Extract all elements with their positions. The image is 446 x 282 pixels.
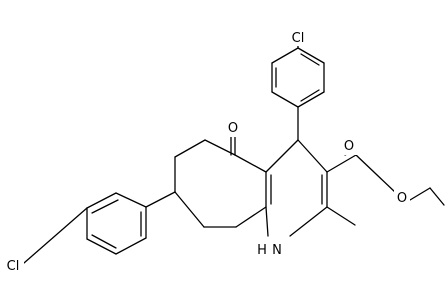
- amine-hydrogen-label: H: [257, 243, 267, 258]
- ring-bond: [174, 139, 206, 158]
- ring-bond: [297, 139, 328, 173]
- bottom-aryl-ring-bond: [86, 192, 117, 209]
- ester-ether-oxygen-label: O: [397, 191, 407, 206]
- cl-bottom-label-bg: [2, 256, 24, 274]
- top-aryl-ring-bond: [271, 91, 299, 108]
- chlorine-label-top: Cl: [292, 31, 305, 46]
- amine-nitrogen-label: N: [272, 243, 282, 258]
- methyl-bond: [326, 206, 356, 226]
- ring-bond: [235, 206, 267, 228]
- ester-carbonyl-oxygen-bg: [341, 137, 357, 155]
- ethyl-bond-1: [409, 187, 431, 201]
- top-aryl-inner-double-bond: [300, 89, 320, 102]
- cl-top-label-bg: [287, 28, 309, 46]
- c2-n1-bond: [289, 206, 328, 237]
- c7-aryl-bond: [145, 191, 176, 208]
- ester-ether-bond: [355, 154, 397, 194]
- bond-lines: [23, 43, 445, 264]
- ester-ether-oxygen-bg: [394, 189, 410, 207]
- chlorine-label-bottom: Cl: [7, 259, 20, 274]
- ethyl-bond-2: [429, 187, 445, 206]
- ketone-oxygen-bg: [225, 119, 241, 137]
- top-aryl-inner-double-bond: [300, 53, 320, 66]
- ester-carbonyl-oxygen-label: O: [344, 139, 354, 154]
- bottom-aryl-cl-bond: [23, 207, 88, 264]
- ketone-oxygen-label: O: [228, 121, 238, 136]
- bottom-aryl-ring-bond: [115, 192, 147, 208]
- top-aryl-ring-bond: [297, 47, 325, 64]
- ring-bond: [234, 154, 267, 173]
- n1-c8a-bond: [265, 206, 269, 237]
- atom-labels: Cl Cl O O O H N: [2, 28, 410, 274]
- bottom-aryl-inner-double-bond: [91, 199, 119, 214]
- bottom-aryl-ring-bond: [86, 238, 117, 255]
- ring-bond: [204, 139, 236, 156]
- bottom-aryl-ring-bond: [115, 237, 147, 255]
- top-aryl-ring-bond: [297, 91, 325, 108]
- ring-bond: [174, 191, 205, 228]
- ester-carbon-bond: [326, 154, 357, 173]
- bottom-aryl-inner-double-bond: [91, 234, 117, 249]
- top-aryl-ring-bond: [271, 47, 299, 64]
- amine-label-bg: [254, 240, 288, 258]
- ring-bond: [265, 139, 299, 173]
